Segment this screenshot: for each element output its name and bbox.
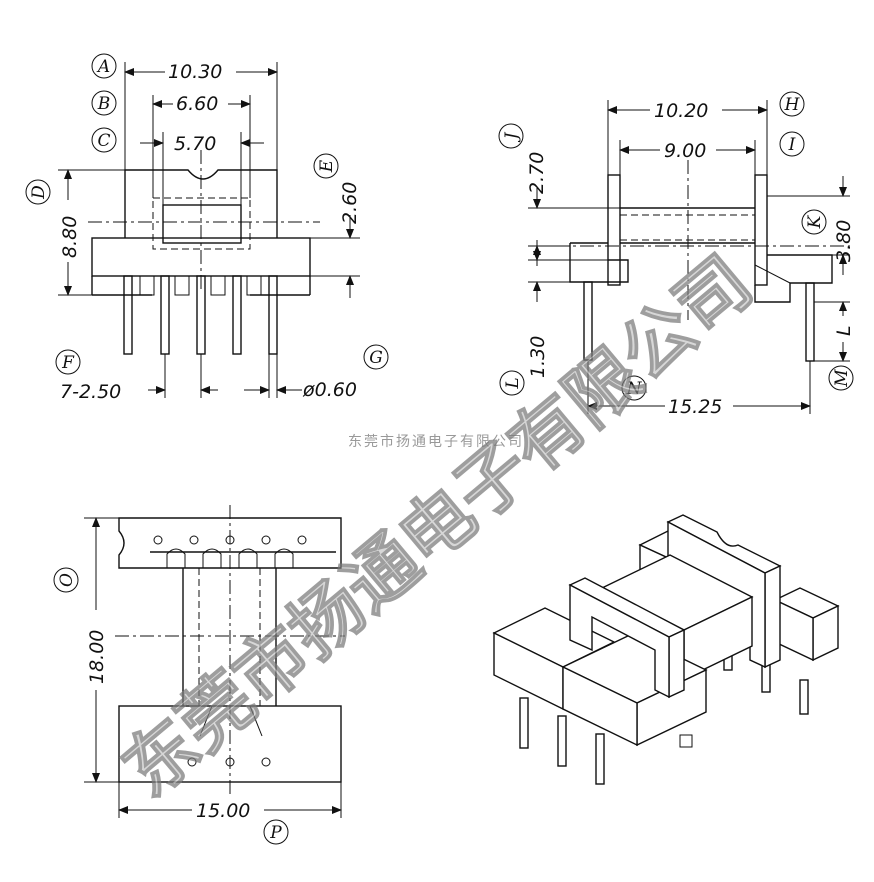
svg-text:A: A bbox=[96, 57, 110, 77]
callout-J: J bbox=[498, 123, 524, 149]
callout-B: B bbox=[91, 90, 117, 116]
dim-A: 10.30 bbox=[168, 61, 222, 83]
svg-text:E: E bbox=[317, 159, 337, 173]
svg-text:C: C bbox=[97, 131, 110, 151]
dim-E: 2.60 bbox=[339, 182, 361, 224]
side-view: 10.20 9.00 2.70 3.80 1.30 L bbox=[526, 100, 855, 418]
dim-H: 10.20 bbox=[654, 100, 708, 122]
dim-L: 1.30 bbox=[527, 336, 549, 378]
callout-G: G bbox=[363, 344, 389, 370]
svg-text:B: B bbox=[97, 94, 111, 114]
svg-text:N: N bbox=[626, 379, 643, 399]
svg-text:K: K bbox=[805, 214, 825, 229]
watermark-small: 东莞市扬通电子有限公司 bbox=[348, 433, 524, 450]
callout-O: O bbox=[53, 567, 79, 593]
callout-H: H bbox=[779, 91, 805, 117]
callout-M: M bbox=[828, 365, 854, 391]
dim-J: 2.70 bbox=[526, 152, 548, 194]
dim-C: 5.70 bbox=[174, 133, 216, 155]
callout-C: C bbox=[91, 127, 117, 153]
svg-text:P: P bbox=[269, 823, 282, 843]
callout-D: D bbox=[25, 179, 51, 205]
callout-P: P bbox=[263, 819, 289, 845]
svg-text:M: M bbox=[832, 369, 852, 388]
svg-text:L: L bbox=[503, 377, 523, 389]
callout-F: F bbox=[55, 349, 81, 375]
dim-O: 18.00 bbox=[86, 630, 108, 684]
dim-I: 9.00 bbox=[664, 140, 706, 162]
dim-P: 15.00 bbox=[196, 800, 250, 822]
dim-K: 3.80 bbox=[833, 220, 855, 262]
bottom-view: 18.00 15.00 bbox=[84, 505, 345, 822]
callout-labels: A B C D E F G H I J K L M N O P bbox=[25, 53, 854, 845]
callout-K: K bbox=[801, 209, 827, 235]
dim-D: 8.80 bbox=[59, 216, 81, 258]
svg-text:G: G bbox=[369, 348, 383, 368]
callout-N: N bbox=[621, 375, 647, 401]
front-window bbox=[162, 204, 242, 244]
dim-F: 7-2.50 bbox=[60, 381, 121, 403]
svg-text:D: D bbox=[29, 185, 49, 200]
front-upper-flange bbox=[124, 169, 278, 238]
callout-E: E bbox=[313, 153, 339, 179]
svg-text:H: H bbox=[784, 95, 801, 115]
dim-G: ø0.60 bbox=[302, 379, 357, 401]
isometric-view bbox=[492, 514, 840, 785]
dim-N: 15.25 bbox=[668, 396, 722, 418]
front-view: 10.30 6.60 5.70 8.80 2.60 7-2.50 bbox=[58, 61, 361, 403]
svg-text:O: O bbox=[57, 573, 77, 587]
svg-text:I: I bbox=[788, 135, 796, 155]
dim-L-letter: L bbox=[833, 325, 855, 336]
dim-B: 6.60 bbox=[176, 93, 218, 115]
callout-A: A bbox=[91, 53, 117, 79]
svg-text:J: J bbox=[502, 131, 522, 142]
svg-text:F: F bbox=[61, 353, 75, 373]
callout-L: L bbox=[499, 370, 525, 396]
callout-I: I bbox=[779, 131, 805, 157]
